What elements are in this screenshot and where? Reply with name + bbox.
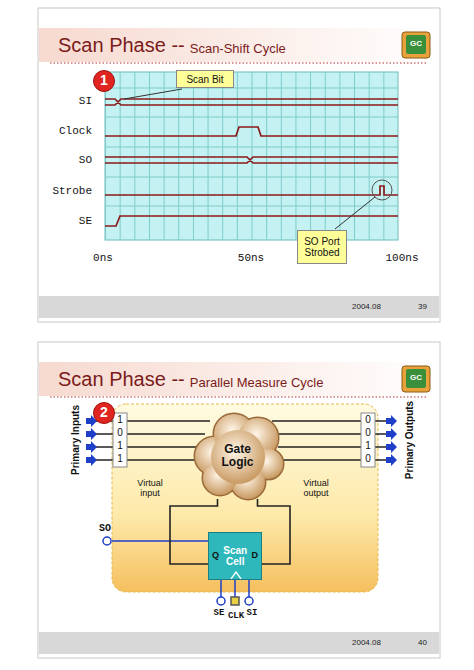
signal-name: Clock	[59, 125, 92, 138]
signal-wire	[258, 499, 291, 564]
cloud-outline	[211, 430, 265, 484]
bit-value: 0	[365, 453, 371, 465]
node-text: SO Port Strobed	[301, 236, 343, 258]
bit-value: 1	[117, 453, 123, 465]
logo	[402, 32, 430, 58]
clock-triangle	[231, 572, 241, 579]
waveforms	[105, 99, 398, 226]
footer-date: 2004.08	[352, 302, 381, 311]
logo-text: GC	[410, 373, 422, 382]
callout-box: SO Port Strobed	[297, 230, 347, 264]
page-number: 40	[418, 638, 427, 647]
logic-cloud: Gate Logic	[190, 410, 285, 502]
logo-text: GC	[410, 39, 422, 48]
callout-number: 2	[93, 402, 115, 424]
timing-grid	[105, 72, 398, 240]
signal-name: SO	[79, 154, 92, 167]
bit-value: 0	[365, 427, 371, 439]
time-label: 0ns	[93, 252, 113, 265]
signal-name: SI	[79, 95, 92, 108]
node-text: Gate Logic	[215, 443, 261, 469]
pin-name: SE	[214, 608, 225, 618]
port-group-label: Primary Outputs	[404, 401, 416, 479]
node-text: D	[251, 551, 258, 561]
title-band	[39, 362, 439, 396]
node-text: Q	[212, 551, 219, 561]
virtual-port-label: Virtual output	[294, 478, 338, 499]
node-text: Scan Cell	[221, 545, 249, 567]
bit-value: 1	[117, 414, 123, 426]
title-rule	[50, 63, 428, 64]
slide-title: Scan Phase --	[58, 368, 185, 391]
leader-line	[124, 89, 182, 99]
timing-grid-lines	[105, 72, 398, 240]
virtual-port-label: Virtual input	[130, 478, 170, 499]
circuit-region	[112, 404, 378, 592]
title-band	[39, 28, 439, 62]
footer-date: 2004.08	[352, 638, 381, 647]
bit-value: 1	[117, 440, 123, 452]
node-text: 1	[100, 73, 108, 88]
bit-value: 1	[365, 440, 371, 452]
bit-value: 0	[117, 427, 123, 439]
time-label: 100ns	[385, 252, 418, 265]
timing-rows	[105, 88, 398, 206]
slide-subtitle: Parallel Measure Cycle	[190, 376, 324, 391]
cloud-fill	[211, 430, 265, 484]
bit-value: 0	[365, 414, 371, 426]
footer-band	[39, 296, 439, 318]
signal-name: Strobe	[52, 185, 92, 198]
input-bit-box	[113, 413, 127, 467]
node-text: 2	[100, 405, 108, 420]
scan-cell: QScan CellD	[208, 532, 262, 580]
time-label: 50ns	[238, 252, 264, 265]
leader-line	[335, 197, 375, 229]
slide-frame	[38, 8, 440, 322]
slide-title: Scan Phase --	[58, 34, 185, 57]
output-bit-box	[361, 413, 375, 467]
port-group-label: Primary Inputs	[70, 405, 82, 475]
callout-number: 1	[93, 70, 115, 92]
logo	[402, 366, 430, 392]
clock-symbol	[230, 571, 242, 579]
title-rule	[50, 397, 428, 398]
signal-name: SE	[79, 215, 92, 228]
node-text: Scan Bit	[186, 74, 223, 85]
page-number: 39	[418, 302, 427, 311]
pin-name: SI	[247, 608, 258, 618]
pin-name: CLK	[228, 611, 244, 621]
pin-name: SO	[99, 523, 111, 535]
footer-band	[39, 632, 439, 654]
slide-frame	[38, 342, 440, 658]
callout-box: Scan Bit	[176, 70, 234, 88]
slide-subtitle: Scan-Shift Cycle	[190, 42, 286, 57]
